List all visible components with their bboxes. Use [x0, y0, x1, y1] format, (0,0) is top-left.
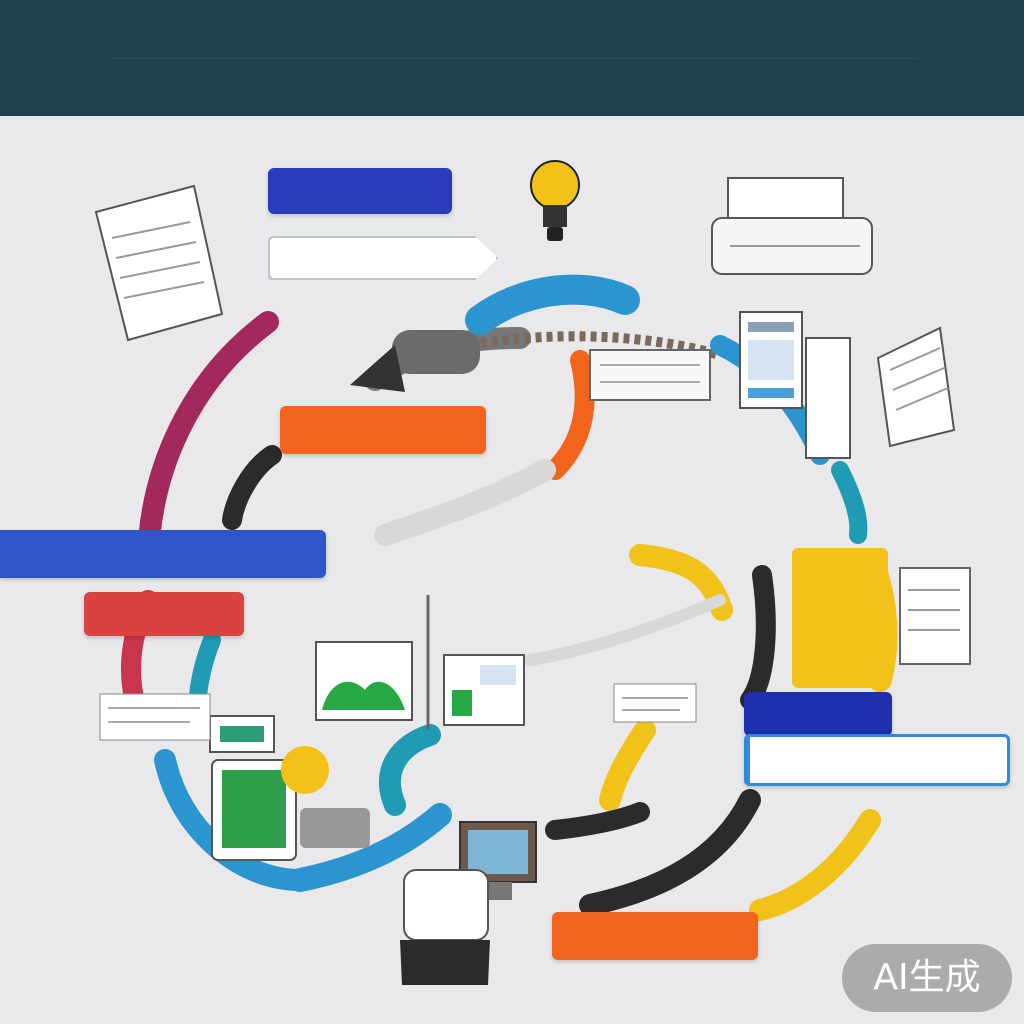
pipe-white-braid	[374, 459, 556, 546]
lightbulb-icon	[530, 160, 580, 241]
pipe-yellow-lower-right	[749, 809, 881, 921]
pipe-dark-left	[222, 445, 282, 530]
pipe-teal-mid	[379, 724, 441, 816]
pipe-top-blue	[465, 274, 640, 335]
chart-card-icon	[99, 693, 275, 753]
pipe-yellow-mid	[599, 719, 656, 811]
label-box-orange	[280, 406, 486, 454]
label-box-arrow	[268, 236, 498, 280]
gear-chain-icon	[350, 330, 480, 392]
pipe-white-right	[524, 594, 726, 666]
pipe-dark-lower-right	[579, 789, 761, 916]
label-box-top	[268, 168, 452, 214]
notes-icon	[876, 326, 956, 448]
document-icon	[94, 184, 224, 342]
tablet-icon	[211, 746, 370, 861]
ai-generated-badge: AI生成	[842, 944, 1012, 1012]
label-box-banner	[0, 530, 326, 578]
folder-icon	[315, 595, 525, 730]
label-box-navy	[744, 692, 892, 736]
gear-icon	[589, 349, 711, 401]
pipe-beaded	[469, 331, 722, 360]
label-box-white-outline	[744, 734, 1010, 786]
cabinet-icon	[400, 548, 971, 985]
pipe-teal-right	[831, 461, 868, 544]
title-text-area	[110, 58, 918, 99]
pipe-orange-center	[545, 350, 595, 480]
pipe-blue-bottom	[288, 803, 452, 892]
printer-icon	[711, 177, 873, 275]
title-band	[0, 0, 1024, 116]
label-box-bottom	[552, 912, 758, 960]
label-box-red	[84, 592, 244, 636]
pipe-magenta	[137, 311, 279, 571]
pipe-dark-right	[740, 565, 776, 710]
sketch-card-icon	[613, 683, 697, 723]
report-icon	[739, 311, 851, 459]
pipe-dark-bottom	[545, 802, 650, 840]
